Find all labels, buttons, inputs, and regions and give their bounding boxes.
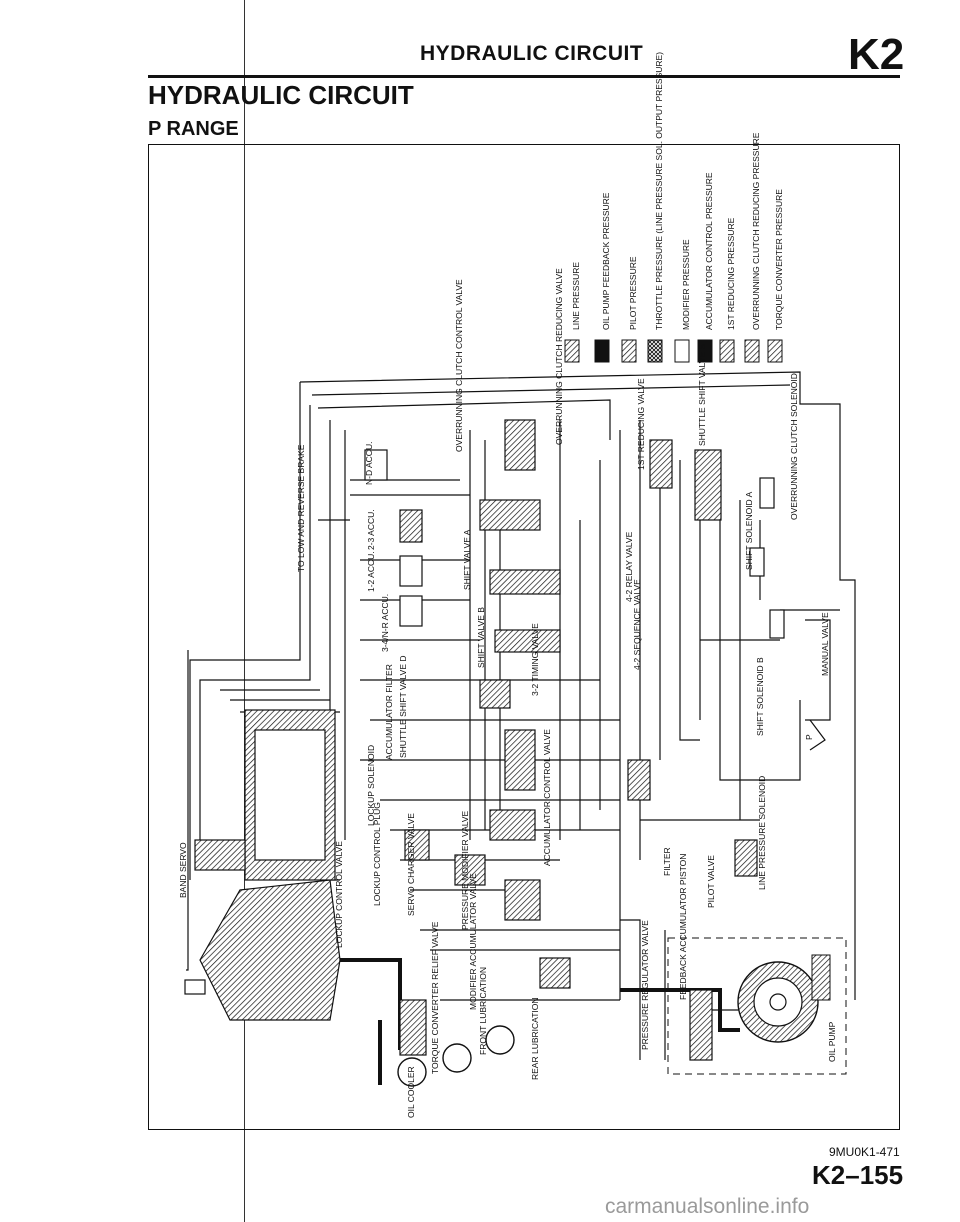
transmission-housing — [194, 709, 341, 1021]
oil-pump-boundary — [667, 937, 847, 1075]
section-code: K2 — [848, 30, 905, 79]
label-shift-valve-b: SHIFT VALVE B — [476, 607, 486, 668]
legend-item-torque-converter: TORQUE CONVERTER PRESSURE — [767, 189, 784, 363]
label-servo-charger-valve: SERVO CHARGER VALVE — [406, 813, 416, 916]
label-overrunning-clutch-control-valve: OVERRUNNING CLUTCH CONTROL VALVE — [454, 279, 464, 452]
label-shuttle-shift-valve-d: SHUTTLE SHIFT VALVE D — [398, 656, 408, 759]
label-shuttle-shift-valve-s: SHUTTLE SHIFT VALVE S — [697, 344, 707, 446]
page-subtitle: P RANGE — [148, 118, 239, 140]
lubrication-ports — [397, 1025, 515, 1087]
page-number: K2–155 — [812, 1160, 904, 1190]
page-title: HYDRAULIC CIRCUIT — [148, 80, 414, 110]
legend-label: PILOT PRESSURE — [628, 256, 638, 330]
label-torque-converter-relief-valve: TORQUE CONVERTER RELIEF VALVE — [430, 921, 440, 1074]
label-overrunning-clutch-solenoid: OVERRUNNING CLUTCH SOLENOID — [789, 373, 799, 520]
legend-item-overrunning-clutch-reducing: OVERRUNNING CLUTCH REDUCING PRESSURE — [744, 132, 761, 363]
legend-item-throttle-pressure: THROTTLE PRESSURE (LINE PRESSURE SOL. OU… — [647, 52, 664, 363]
watermark: carmanualsonline.info — [605, 1195, 810, 1218]
label-1-2-accu: 1-2 ACCU. — [366, 551, 376, 592]
label-shift-valve-a: SHIFT VALVE A — [462, 529, 472, 590]
oil-pump-rotor — [737, 954, 831, 1043]
label-accumulator-control-valve: ACCUMULATOR CONTROL VALVE — [542, 729, 552, 866]
label-pressure-regulator-valve: PRESSURE REGULATOR VALVE — [640, 920, 650, 1050]
legend-item-pilot-pressure: PILOT PRESSURE — [621, 256, 638, 363]
label-line-pressure-solenoid: LINE PRESSURE SOLENOID — [757, 776, 767, 890]
label-accumulator-filter: ACCUMULATOR FILTER — [384, 664, 394, 760]
binding-line — [244, 0, 245, 1222]
label-2-3-accu: 2-3 ACCU. — [366, 509, 376, 550]
legend-label: OVERRUNNING CLUTCH REDUCING PRESSURE — [751, 132, 761, 330]
label-1st-reducing-valve: 1ST REDUCING VALVE — [636, 378, 646, 470]
label-modifier-accumulator-valve: MODIFIER ACCUMULATOR VALVE — [468, 873, 478, 1010]
label-oil-cooler: OIL COOLER — [406, 1066, 416, 1118]
legend-item-accumulator-control: ACCUMULATOR CONTROL PRESSURE — [697, 172, 714, 363]
diagram-frame — [148, 144, 900, 1130]
label-lockup-control-valve: LOCKUP CONTROL VALVE — [334, 841, 344, 948]
label-shift-solenoid-b: SHIFT SOLENOID B — [755, 657, 765, 736]
label-front-lubrication: FRONT LUBRICATION — [478, 967, 488, 1055]
figure-code: 9MU0K1-471 — [829, 1145, 900, 1159]
valve-blocks — [184, 419, 785, 1061]
label-3-2-timing-valve: 3-2 TIMING VALVE — [530, 623, 540, 696]
label-pressure-modifier-valve: PRESSURE MODIFIER VALVE — [460, 810, 470, 930]
label-band-servo: BAND SERVO — [178, 842, 188, 898]
label-4-2-sequence-valve: 4-2 SEQUENCE VALVE — [632, 579, 642, 670]
label-pilot-valve: PILOT VALVE — [706, 855, 716, 908]
label-n-d-accu: N-D ACCU. — [364, 442, 374, 485]
manual-valve-shape — [805, 619, 831, 751]
legend-item-modifier-pressure: MODIFIER PRESSURE — [674, 239, 691, 363]
legend-label: OIL PUMP FEEDBACK PRESSURE — [601, 192, 611, 330]
legend-label: MODIFIER PRESSURE — [681, 239, 691, 330]
label-shift-solenoid-a: SHIFT SOLENOID A — [744, 491, 754, 570]
legend-label: 1ST REDUCING PRESSURE — [726, 217, 736, 330]
legend-label: THROTTLE PRESSURE (LINE PRESSURE SOL. OU… — [654, 52, 664, 330]
legend-item-line-pressure: LINE PRESSURE — [564, 262, 581, 363]
label-rear-lubrication: REAR LUBRICATION — [530, 998, 540, 1081]
label-manual-valve: MANUAL VALVE — [820, 612, 830, 676]
label-lockup-control-plug: LOCKUP CONTROL PLUG — [372, 802, 382, 906]
label-to-low-reverse-brake: TO LOW AND REVERSE BRAKE — [296, 444, 306, 572]
legend-label: LINE PRESSURE — [571, 262, 581, 330]
label-manual-p: P — [804, 734, 814, 740]
label-3-4-n-r-accu: 3-4/N-R ACCU. — [380, 594, 390, 652]
header-title: HYDRAULIC CIRCUIT — [420, 42, 644, 65]
label-4-2-relay-valve: 4-2 RELAY VALVE — [624, 531, 634, 602]
legend-label: TORQUE CONVERTER PRESSURE — [774, 189, 784, 330]
component-labels: BAND SERVO TO LOW AND REVERSE BRAKE OVER… — [178, 268, 837, 1118]
label-overrunning-clutch-reducing-valve: OVERRUNNING CLUTCH REDUCING VALVE — [554, 268, 564, 445]
legend: LINE PRESSURE OIL PUMP FEEDBACK PRESSURE… — [564, 52, 784, 363]
legend-label: ACCUMULATOR CONTROL PRESSURE — [704, 172, 714, 330]
label-feedback-accumulator-piston: FEEDBACK ACCUMULATOR PISTON — [678, 854, 688, 1000]
legend-item-oil-pump-feedback: OIL PUMP FEEDBACK PRESSURE — [594, 192, 611, 363]
label-oil-pump: OIL PUMP — [827, 1021, 837, 1062]
legend-item-1st-reducing: 1ST REDUCING PRESSURE — [719, 217, 736, 363]
label-lockup-solenoid: LOCKUP SOLENOID — [366, 745, 376, 826]
label-filter: FILTER — [662, 847, 672, 876]
header-rule — [148, 75, 900, 78]
